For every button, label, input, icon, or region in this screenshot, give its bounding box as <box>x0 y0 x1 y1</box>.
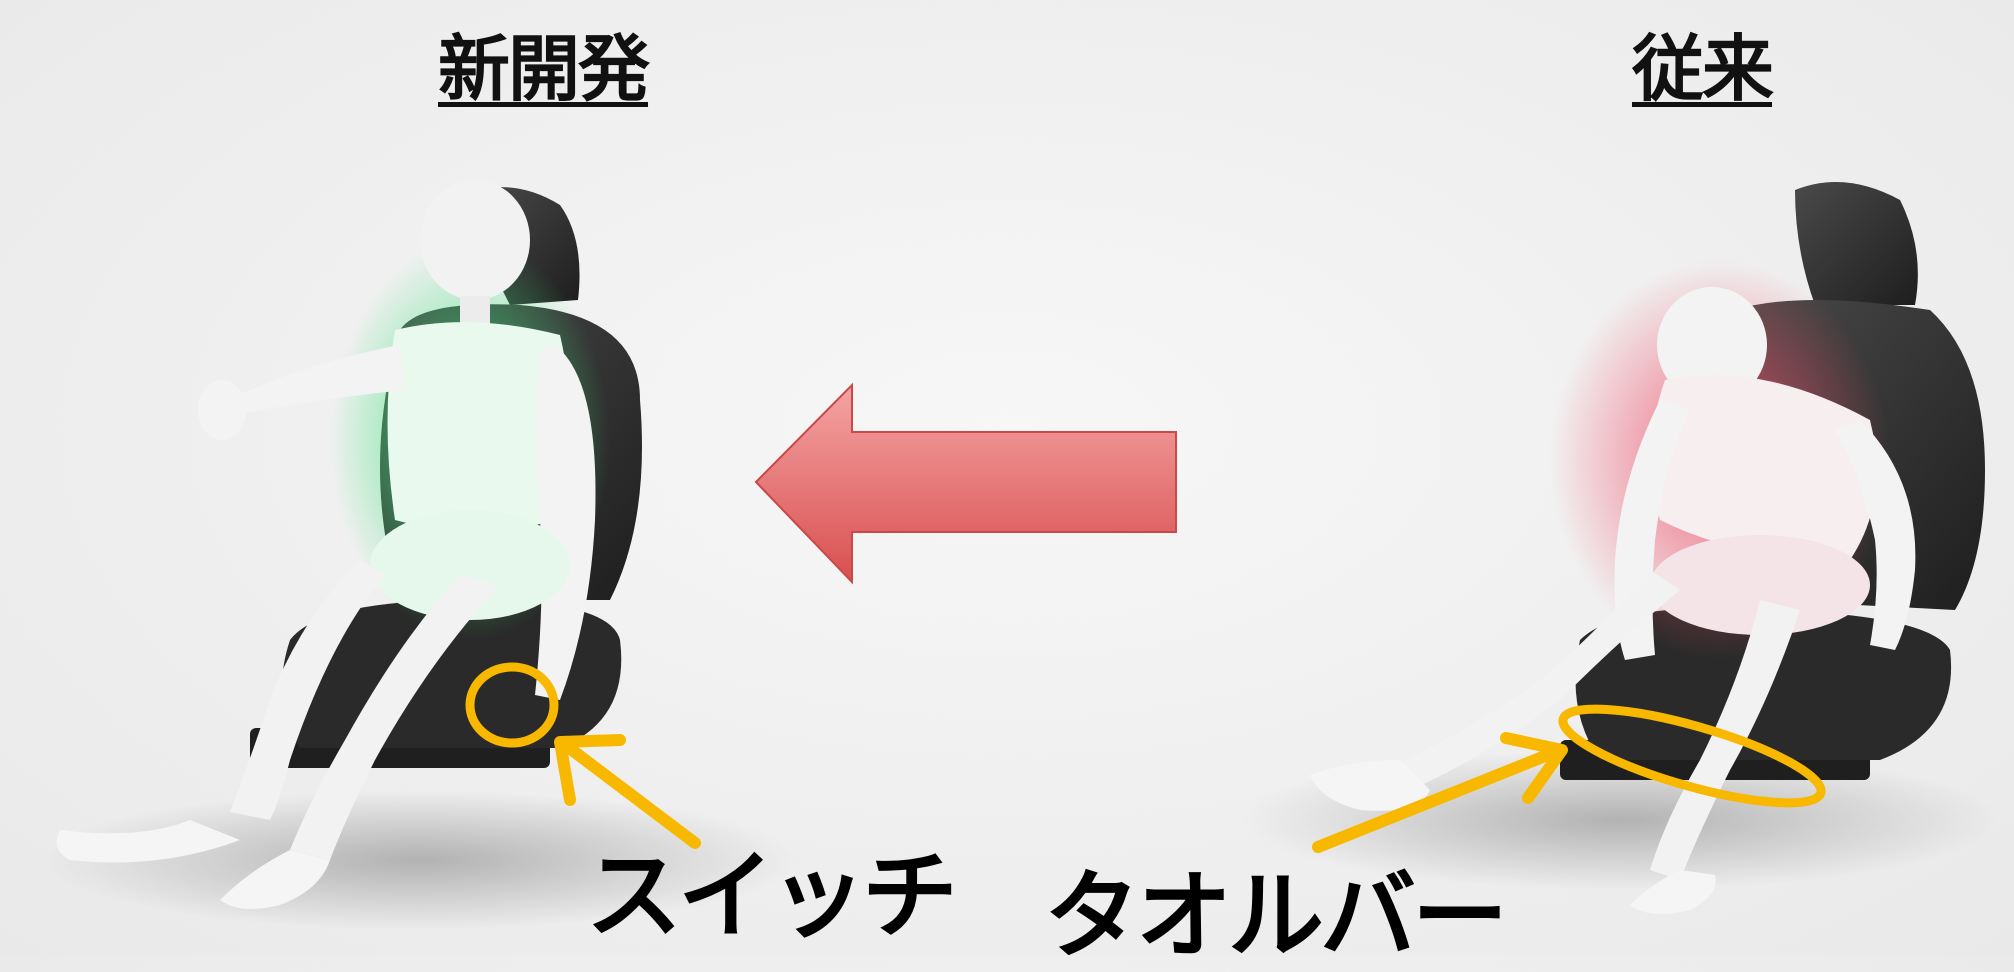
callout-switch-label: スイッチ <box>586 840 958 952</box>
new-design-figure <box>40 180 800 930</box>
conventional-figure <box>1240 182 2000 914</box>
switch-highlight-ring <box>465 662 559 748</box>
callout-towel-bar-label: タオルバー <box>1044 860 1508 972</box>
heading-new-design: 新開発 <box>438 27 650 111</box>
switch-pointer-arrow <box>554 734 701 849</box>
towel-bar-pointer-arrow <box>1312 732 1568 853</box>
towel-bar-highlight-ring <box>1558 704 1826 808</box>
heading-conventional: 従来 <box>1632 27 1774 111</box>
left-arrow-icon <box>754 382 1177 585</box>
